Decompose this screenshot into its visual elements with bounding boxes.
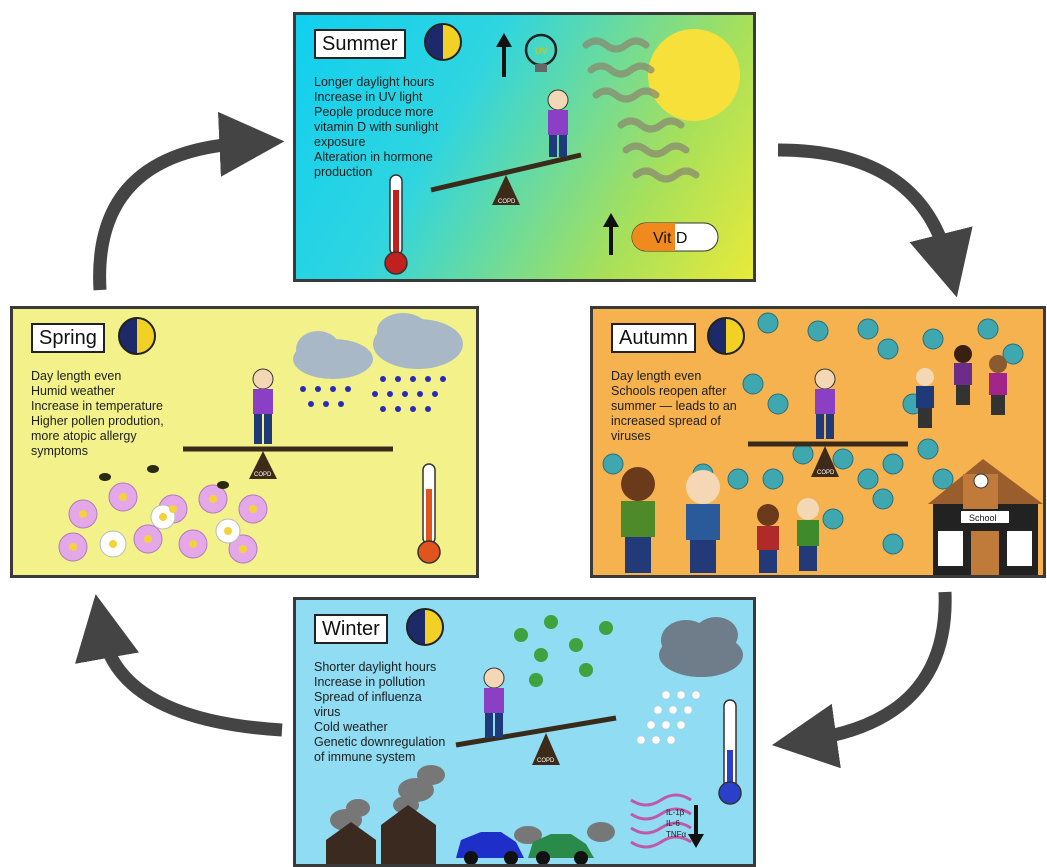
- autumn-line: viruses: [611, 429, 651, 443]
- spring-line: Higher pollen prodution,: [31, 414, 164, 428]
- light-bulb-icon: UV: [524, 33, 558, 72]
- winter-line: Genetic downregulation: [314, 735, 446, 749]
- person-icon: [547, 89, 569, 157]
- summer-panel: Summer Longer daylight hours Increase in…: [293, 12, 756, 282]
- winter-description: Shorter daylight hours Increase in pollu…: [314, 660, 514, 765]
- winter-line: Increase in pollution: [314, 675, 426, 689]
- winter-line: virus: [314, 705, 341, 719]
- person-icon: [483, 667, 505, 738]
- spring-description: Day length even Humid weather Increase i…: [31, 369, 231, 459]
- person-icon: [252, 368, 274, 444]
- person-icon: [814, 368, 836, 439]
- summer-title: Summer: [314, 29, 406, 59]
- seesaw-icon: COPD: [183, 446, 393, 479]
- seesaw-icon: COPD: [455, 715, 617, 765]
- summer-line: Increase in UV light: [314, 90, 423, 104]
- arrow-winter-to-spring: [75, 594, 283, 737]
- thermometer-icon: [417, 463, 441, 564]
- winter-panel: Winter Shorter daylight hours Increase i…: [293, 597, 756, 867]
- day-night-clock-icon: [424, 23, 462, 61]
- vitamin-d-label: Vit D: [653, 230, 687, 247]
- summer-line: Longer daylight hours: [314, 75, 435, 89]
- fulcrum-label: COPD: [254, 472, 272, 478]
- thermometer-icon: [718, 699, 742, 805]
- summer-line: Alteration in hormone: [314, 150, 433, 164]
- day-night-clock-icon: [118, 317, 156, 355]
- cytokine-labels: IL-1β IL-6 TNFα: [666, 808, 687, 839]
- rain-cloud-icon: [293, 313, 463, 412]
- school-sign-label: School: [969, 513, 997, 523]
- factory-smoke-icon: [326, 765, 445, 864]
- autumn-title: Autumn: [611, 323, 696, 353]
- winter-title: Winter: [314, 614, 388, 644]
- spring-panel: Spring Day length even Humid weather Inc…: [10, 306, 479, 578]
- summer-line: exposure: [314, 135, 366, 149]
- uv-label: UV: [535, 46, 548, 56]
- arrow-up-icon: [496, 33, 512, 77]
- heat-wave-icon: [582, 37, 700, 183]
- sun-icon: [648, 29, 740, 121]
- arrow-summer-to-autumn: [777, 143, 973, 298]
- spring-line: Humid weather: [31, 384, 116, 398]
- autumn-line: Day length even: [611, 369, 702, 383]
- fulcrum-label: COPD: [817, 470, 835, 476]
- summer-description: Longer daylight hours Increase in UV lig…: [314, 75, 514, 180]
- winter-line: of immune system: [314, 750, 416, 764]
- spring-line: Increase in temperature: [31, 399, 164, 413]
- arrow-down-icon: [688, 805, 704, 848]
- cytokine-label: TNFα: [666, 830, 687, 839]
- day-night-clock-icon: [707, 317, 745, 355]
- summer-illustration: UV COPD Vit D: [384, 29, 740, 275]
- autumn-illustration: COPD School: [602, 312, 1043, 575]
- winter-line: Spread of influenza: [314, 690, 422, 704]
- summer-line: People produce more: [314, 105, 434, 119]
- winter-illustration: COPD: [326, 615, 743, 864]
- seesaw-icon: COPD: [430, 152, 582, 205]
- autumn-description: Day length even Schools reopen after sum…: [611, 369, 811, 444]
- dna-helix-icon: [630, 793, 692, 849]
- autumn-line: increased spread of: [611, 414, 721, 428]
- fulcrum-label: COPD: [498, 199, 516, 205]
- arrow-spring-to-summer: [93, 111, 285, 291]
- seesaw-icon: COPD: [748, 441, 908, 477]
- children-group-icon: [621, 345, 1007, 573]
- virus-particles-icon: [602, 312, 1024, 555]
- car-icon: [456, 822, 615, 864]
- arrow-up-icon: [603, 213, 619, 255]
- winter-line: Shorter daylight hours: [314, 660, 437, 674]
- spring-illustration: COPD: [58, 313, 463, 564]
- bee-icon: [99, 465, 229, 489]
- day-night-clock-icon: [406, 608, 444, 646]
- cytokine-label: IL-1β: [666, 808, 685, 817]
- arrow-autumn-to-winter: [771, 591, 952, 769]
- vitamin-d-capsule-icon: Vit D: [631, 222, 719, 252]
- summer-line: production: [314, 165, 373, 179]
- autumn-panel: Autumn Day length even Schools reopen af…: [590, 306, 1046, 578]
- thermometer-icon: [384, 174, 408, 275]
- school-building-icon: School: [928, 459, 1043, 575]
- winter-line: Cold weather: [314, 720, 388, 734]
- fulcrum-label: COPD: [537, 758, 555, 764]
- summer-line: vitamin D with sunlight: [314, 120, 439, 134]
- flowers-icon: [58, 482, 268, 564]
- spring-title: Spring: [31, 323, 105, 353]
- autumn-line: summer — leads to an: [611, 399, 737, 413]
- cytokine-label: IL-6: [666, 819, 680, 828]
- spring-line: Day length even: [31, 369, 122, 383]
- spring-line: symptoms: [31, 444, 88, 458]
- autumn-line: Schools reopen after: [611, 384, 727, 398]
- influenza-virus-icon: [514, 615, 613, 687]
- snow-cloud-icon: [636, 617, 743, 745]
- spring-line: more atopic allergy: [31, 429, 137, 443]
